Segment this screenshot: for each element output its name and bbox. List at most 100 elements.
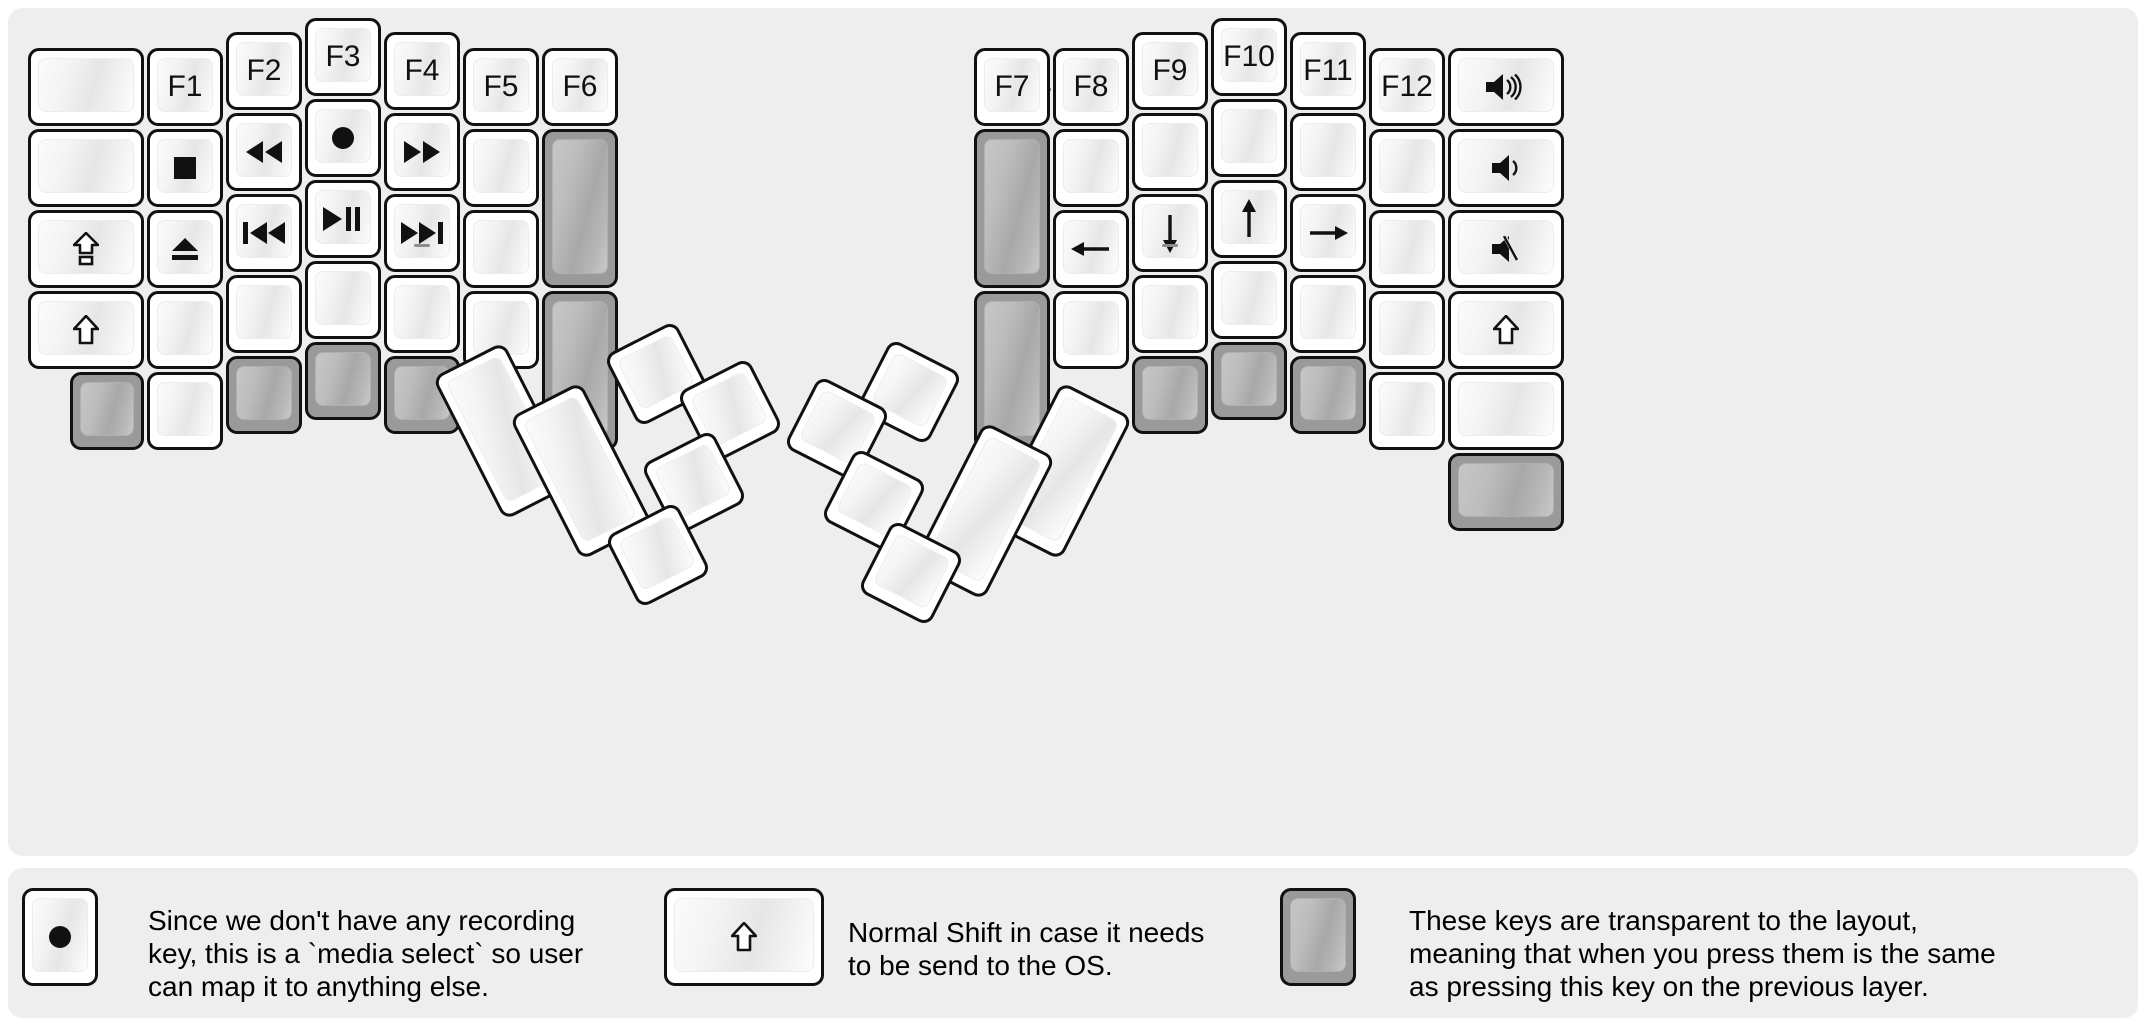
keycap-surface [38, 139, 134, 193]
key-left-c3-r4[interactable] [226, 275, 302, 353]
key-right-c4-r5[interactable] [1211, 342, 1287, 420]
key-right-c2-r4[interactable] [1053, 291, 1129, 369]
key-right-c1-r3[interactable] [974, 291, 1050, 450]
key-right-c4-r3[interactable] [1211, 180, 1287, 258]
key-right-c5-r2[interactable] [1290, 113, 1366, 191]
legend-transparent-key-keycap[interactable] [1280, 888, 1356, 986]
key-right-c1-r1[interactable]: F7 [974, 48, 1050, 126]
key-right-c4-r1[interactable]: F10 [1211, 18, 1287, 96]
arrow-right-icon [1308, 221, 1348, 245]
key-left-c2-r4[interactable] [147, 291, 223, 369]
keycap-surface [315, 271, 371, 325]
key-left-c1-r1[interactable] [28, 48, 144, 126]
key-right-c7-r2[interactable] [1448, 129, 1564, 207]
key-right-c3-r4[interactable] [1132, 275, 1208, 353]
key-left-c1-r2[interactable] [28, 129, 144, 207]
record-icon [328, 123, 358, 153]
key-left-c4-r5[interactable] [305, 342, 381, 420]
key-right-c5-r3[interactable] [1290, 194, 1366, 272]
key-label: F5 [483, 70, 519, 103]
key-right-c3-r5[interactable] [1132, 356, 1208, 434]
key-right-c3-r3[interactable] [1132, 194, 1208, 272]
keycap-surface [1379, 220, 1435, 274]
key-label: F1 [167, 70, 203, 103]
key-left-c4-r1[interactable]: F3 [305, 18, 381, 96]
key-label: F7 [994, 70, 1030, 103]
key-left-c3-r2[interactable] [226, 113, 302, 191]
key-right-c2-r2[interactable] [1053, 129, 1129, 207]
key-right-c6-r4[interactable] [1369, 291, 1445, 369]
legend-normal-shift-keycap[interactable] [664, 888, 824, 986]
key-left-c1-r3[interactable] [28, 210, 144, 288]
key-left-c7-r1[interactable]: F6 [542, 48, 618, 126]
key-left-c7-r2[interactable] [542, 129, 618, 288]
key-right-c2-r1[interactable]: F8 [1053, 48, 1129, 126]
key-left-c2-r5[interactable] [147, 372, 223, 450]
keycap-surface [1063, 58, 1119, 112]
keycap-surface [473, 220, 529, 274]
keycap-surface [1142, 123, 1198, 177]
keycap-surface [1142, 366, 1198, 420]
fast-forward-icon [403, 141, 441, 163]
keycap-surface [1458, 382, 1554, 436]
arrow-down-icon [1158, 213, 1182, 253]
key-label: F11 [1303, 54, 1353, 87]
key-right-c1-r2[interactable] [974, 129, 1050, 288]
keycap-surface [1379, 382, 1435, 436]
play-pause-icon [323, 207, 363, 231]
keycap-surface [1063, 220, 1119, 274]
key-right-c4-r4[interactable] [1211, 261, 1287, 339]
key-left-c5-r4[interactable] [384, 275, 460, 353]
key-right-c6-r1[interactable]: F12 [1369, 48, 1445, 126]
keycap-surface [157, 301, 213, 355]
key-label: F6 [562, 70, 598, 103]
key-right-c7-r4[interactable] [1448, 291, 1564, 369]
key-right-c5-r5[interactable] [1290, 356, 1366, 434]
key-left-c2-r2[interactable] [147, 129, 223, 207]
key-right-c7-r1[interactable] [1448, 48, 1564, 126]
key-left-c4-r3[interactable] [305, 180, 381, 258]
key-left-c1-r5[interactable] [70, 372, 144, 450]
key-left-c2-r1[interactable]: F1 [147, 48, 223, 126]
key-left-c5-r2[interactable] [384, 113, 460, 191]
key-right-c2-r3[interactable] [1053, 210, 1129, 288]
keycap-surface [1221, 271, 1277, 325]
keycap-surface [1458, 463, 1554, 517]
key-left-c1-r4[interactable] [28, 291, 144, 369]
shift-icon [73, 315, 99, 345]
key-right-c4-r2[interactable] [1211, 99, 1287, 177]
key-right-c6-r2[interactable] [1369, 129, 1445, 207]
key-right-c3-r1[interactable]: F9 [1132, 32, 1208, 110]
key-right-c3-r2[interactable] [1132, 113, 1208, 191]
keycap-surface [1300, 366, 1356, 420]
keycap-surface [394, 285, 450, 339]
key-left-c3-r1[interactable]: F2 [226, 32, 302, 110]
key-right-c7-r6[interactable] [1448, 453, 1564, 531]
key-right-c5-r1[interactable]: F11 [1290, 32, 1366, 110]
keycap-surface [394, 123, 450, 177]
legend-media-select-keycap[interactable] [22, 888, 98, 986]
key-right-c6-r3[interactable] [1369, 210, 1445, 288]
key-left-c3-r3[interactable] [226, 194, 302, 272]
key-right-c5-r4[interactable] [1290, 275, 1366, 353]
keycap-surface [984, 301, 1040, 436]
keycap-surface [473, 58, 529, 112]
key-left-c6-r3[interactable] [463, 210, 539, 288]
key-left-c4-r2[interactable] [305, 99, 381, 177]
prev-track-icon [243, 222, 285, 244]
key-left-c5-r1[interactable]: F4 [384, 32, 460, 110]
legend-normal-shift-text: Normal Shift in case it needs to be send… [848, 917, 1205, 981]
key-left-c2-r3[interactable] [147, 210, 223, 288]
key-left-c6-r1[interactable]: F5 [463, 48, 539, 126]
keycap-surface [872, 532, 952, 610]
key-left-c6-r2[interactable] [463, 129, 539, 207]
key-right-c7-r3[interactable] [1448, 210, 1564, 288]
eject-icon [170, 234, 200, 264]
keycap-surface [315, 352, 371, 406]
key-left-c4-r4[interactable] [305, 261, 381, 339]
key-right-c6-r5[interactable] [1369, 372, 1445, 450]
key-left-c5-r3[interactable] [384, 194, 460, 272]
key-right-c7-r5[interactable] [1448, 372, 1564, 450]
key-left-c3-r5[interactable] [226, 356, 302, 434]
volume-up-icon [1486, 74, 1526, 100]
